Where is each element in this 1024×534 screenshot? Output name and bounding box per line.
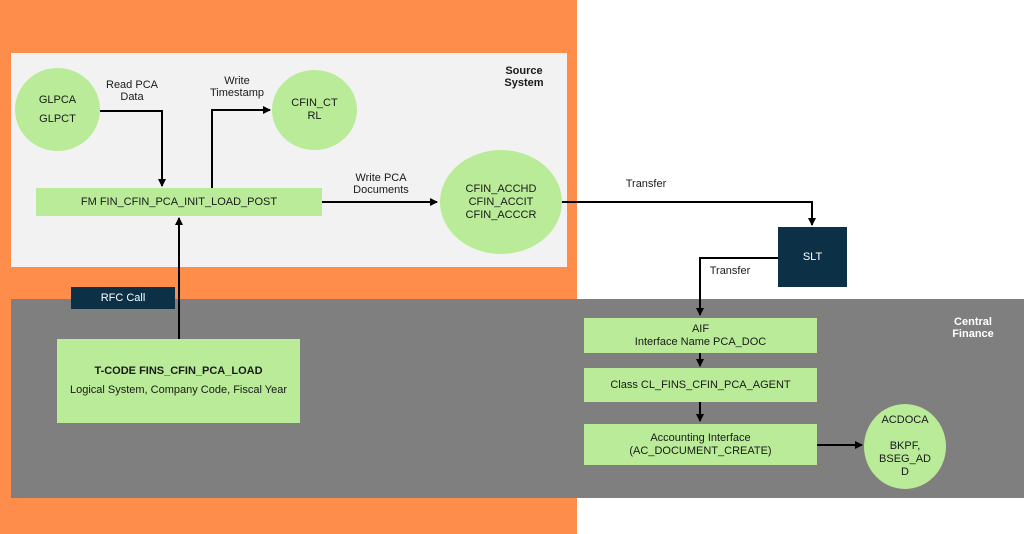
arrow-glpca-to-fm <box>100 110 166 187</box>
class-agent-box: Class CL_FINS_CFIN_PCA_AGENT <box>584 368 817 402</box>
arrow-fm-to-cfin-ctrl <box>211 106 271 188</box>
slt-box: SLT <box>778 227 847 287</box>
fm-post-box: FM FIN_CFIN_PCA_INIT_LOAD_POST <box>36 188 322 216</box>
write-pca-docs-label: Write PCA Documents <box>353 172 409 196</box>
aif-label: AIF <box>691 322 710 335</box>
aif-interface-label: Interface Name PCA_DOC <box>634 335 767 348</box>
transfer-label-2: Transfer <box>709 265 751 277</box>
glpca-label: GLPCA <box>38 93 77 106</box>
slt-label: SLT <box>802 251 823 263</box>
central-finance-title: Central Finance <box>952 316 994 340</box>
fm-post-label: FM FIN_CFIN_PCA_INIT_LOAD_POST <box>80 195 278 208</box>
acdoca-node: ACDOCA BKPF, BSEG_AD D <box>864 404 946 489</box>
class-agent-label: Class CL_FINS_CFIN_PCA_AGENT <box>610 378 791 391</box>
rfc-call-box: RFC Call <box>71 287 175 309</box>
tcode-subtitle: Logical System, Company Code, Fiscal Yea… <box>69 384 288 396</box>
accounting-interface-label: Accounting Interface <box>650 431 751 444</box>
tcode-title: T-CODE FINS_CFIN_PCA_LOAD <box>94 365 263 377</box>
arrow-slt-to-aif <box>696 257 778 316</box>
read-pca-label: Read PCA Data <box>106 79 158 103</box>
transfer-label-1: Transfer <box>625 178 667 190</box>
rfc-call-label: RFC Call <box>100 292 146 304</box>
write-timestamp-label: Write Timestamp <box>210 75 264 99</box>
cfin-ctrl-node: CFIN_CT RL <box>272 70 357 150</box>
source-system-title: Source System <box>504 65 544 89</box>
arrow-cfin-to-slt <box>562 201 816 226</box>
cfin-tables-node: CFIN_ACCHD CFIN_ACCIT CFIN_ACCCR <box>440 150 562 254</box>
accounting-interface-fm-label: (AC_DOCUMENT_CREATE) <box>629 444 772 457</box>
glpca-node: GLPCA GLPCT <box>15 68 100 151</box>
glpct-label: GLPCT <box>39 112 76 125</box>
aif-box: AIF Interface Name PCA_DOC <box>584 318 817 353</box>
tcode-box: T-CODE FINS_CFIN_PCA_LOAD Logical System… <box>57 339 300 423</box>
accounting-interface-box: Accounting Interface (AC_DOCUMENT_CREATE… <box>584 424 817 465</box>
